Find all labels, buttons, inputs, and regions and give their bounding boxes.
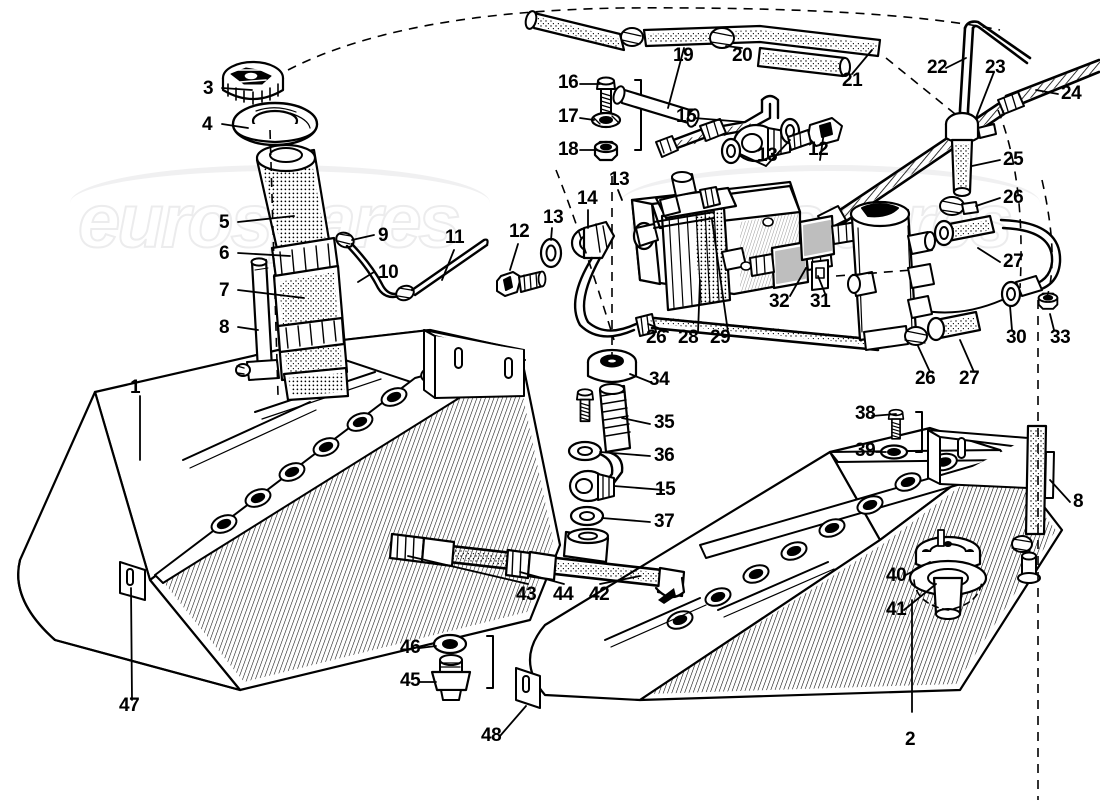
elbow-15-lower	[568, 450, 624, 503]
callout-12: 12	[509, 221, 530, 242]
callout-47: 47	[119, 695, 140, 716]
callout-20: 20	[732, 45, 753, 66]
callout-42: 42	[589, 584, 610, 605]
callout-27: 27	[1003, 251, 1024, 272]
callout-36: 36	[654, 445, 675, 466]
top-hose-assembly	[524, 10, 882, 128]
fastener-stack-16-18	[590, 76, 642, 162]
banjo-bolt-left	[496, 270, 547, 297]
callout-1: 1	[130, 377, 141, 398]
fuel-pump-canister	[847, 200, 982, 351]
rubber-mount-32b	[798, 214, 859, 262]
callout-19: 19	[673, 45, 694, 66]
callout-32: 32	[769, 291, 790, 312]
callout-48: 48	[481, 725, 502, 746]
callout-2: 2	[905, 729, 916, 750]
right-fuel-tank-shape	[515, 426, 1070, 770]
callout-33: 33	[1050, 327, 1071, 348]
callout-10: 10	[378, 262, 399, 283]
lock-washer-17	[590, 111, 622, 129]
callout-16: 16	[558, 72, 579, 93]
callout-39: 39	[855, 440, 876, 461]
left-fuel-tank-shape	[17, 328, 562, 722]
rubber-mount-32	[749, 240, 833, 290]
callout-5: 5	[219, 212, 230, 233]
callout-4: 4	[202, 114, 213, 135]
callout-12-upper: 12	[808, 139, 829, 160]
fuel-filter-assembly	[630, 171, 859, 312]
callout-9: 9	[378, 225, 389, 246]
right-pipework	[817, 20, 1100, 314]
fuel-level-sender	[908, 529, 988, 620]
callout-37: 37	[654, 511, 675, 532]
callout-13-c: 13	[757, 145, 778, 166]
grommet-34	[586, 348, 638, 384]
callout-11: 11	[445, 227, 465, 248]
callout-17: 17	[558, 106, 579, 127]
callout-31: 31	[810, 291, 831, 312]
callout-26-b: 26	[646, 327, 667, 348]
callout-24: 24	[1061, 83, 1082, 104]
callout-22: 22	[927, 57, 948, 78]
cross-pipe-assembly	[388, 527, 686, 599]
sealing-washer-13-left	[539, 237, 563, 269]
callout-38: 38	[855, 403, 876, 424]
filler-cap	[221, 60, 285, 105]
callout-41: 41	[886, 599, 907, 620]
callout-46: 46	[400, 637, 421, 658]
callout-34: 34	[649, 369, 670, 390]
threaded-stud-35	[576, 383, 632, 454]
drain-plug-parts	[430, 633, 494, 701]
callout-26-c: 26	[915, 368, 936, 389]
callout-35: 35	[654, 412, 675, 433]
callout-30: 30	[1006, 327, 1027, 348]
drain-plug-45	[430, 654, 472, 701]
callout-18: 18	[558, 139, 579, 160]
callout-21: 21	[842, 70, 863, 91]
sealing-washer-37	[569, 505, 605, 527]
washer-36	[567, 440, 603, 462]
callout-15-b: 15	[655, 479, 676, 500]
callout-27-b: 27	[959, 368, 980, 389]
callout-15: 15	[676, 106, 697, 127]
callout-43: 43	[516, 584, 537, 605]
callout-8: 8	[219, 317, 230, 338]
outlet-fitting-stack	[567, 348, 638, 527]
callout-3: 3	[203, 78, 214, 99]
callout-29: 29	[710, 327, 731, 348]
callout-28: 28	[678, 327, 699, 348]
callout-25: 25	[1003, 149, 1024, 170]
callout-13-b: 13	[609, 169, 630, 190]
callout-40: 40	[886, 565, 907, 586]
callout-6: 6	[219, 243, 230, 264]
callout-7: 7	[219, 280, 230, 301]
callout-44: 44	[553, 584, 574, 605]
callout-8-right: 8	[1073, 491, 1084, 512]
tank-strap-right	[1011, 424, 1055, 553]
filler-flange-ring	[231, 101, 319, 147]
callout-26: 26	[1003, 187, 1024, 208]
callout-45: 45	[400, 670, 421, 691]
callout-14: 14	[577, 188, 598, 209]
callout-23: 23	[985, 57, 1006, 78]
callout-13: 13	[543, 207, 564, 228]
